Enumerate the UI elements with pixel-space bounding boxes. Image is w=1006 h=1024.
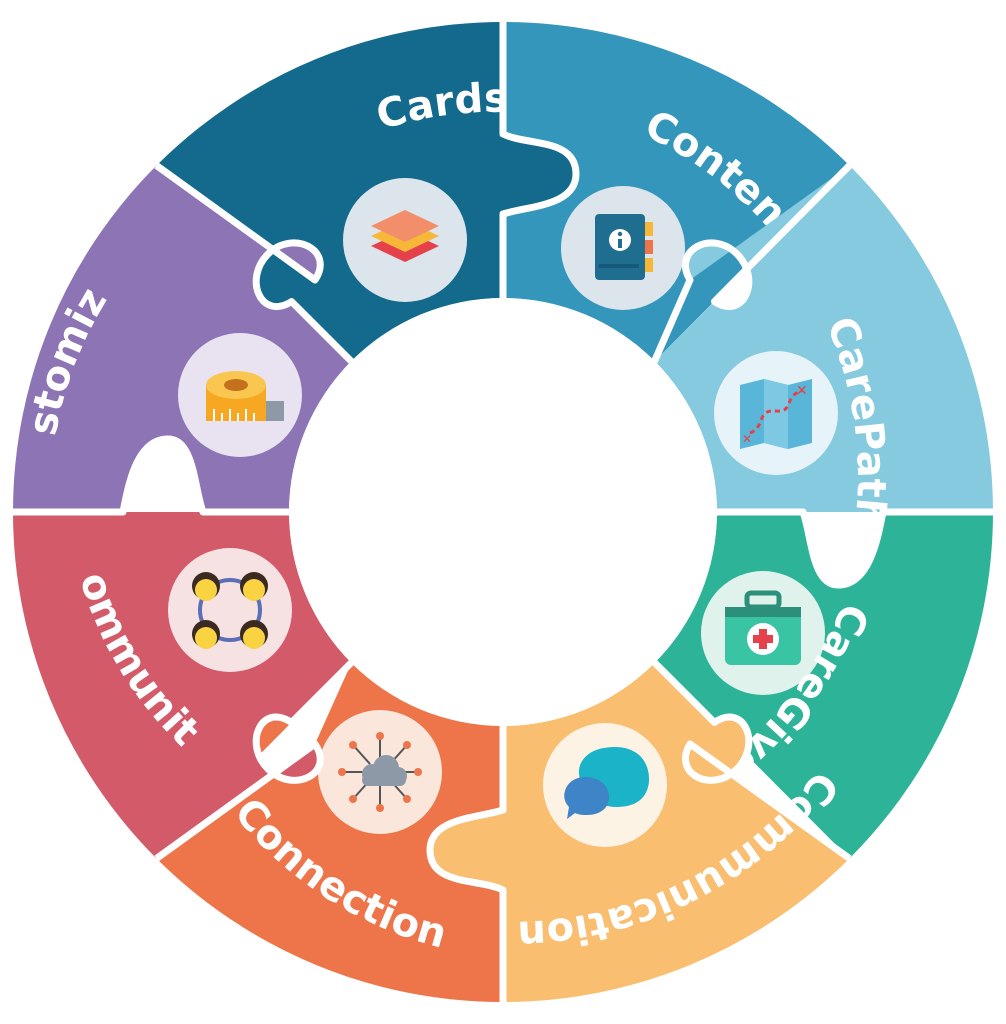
icon-circle-community — [168, 548, 292, 672]
people-circle-icon — [192, 572, 268, 649]
chat-bubbles-icon — [564, 747, 649, 819]
svg-text:✕: ✕ — [742, 432, 752, 446]
layers-icon — [371, 210, 439, 262]
segment-connection[interactable]: Connection — [156, 662, 503, 1002]
info-book-icon — [595, 214, 653, 280]
segment-caregiver[interactable]: CareGiver — [654, 512, 993, 859]
medical-kit-icon — [725, 590, 801, 665]
svg-text:✕: ✕ — [796, 383, 808, 399]
cloud-network-icon — [338, 732, 422, 812]
map-route-icon: ✕ ✕ — [740, 379, 812, 449]
measuring-tape-icon — [206, 371, 284, 421]
segment-cards[interactable]: Cards — [156, 22, 576, 362]
piece-outlines — [13, 22, 993, 1002]
center-hole — [289, 298, 717, 726]
segment-content[interactable]: Content — [503, 22, 850, 362]
